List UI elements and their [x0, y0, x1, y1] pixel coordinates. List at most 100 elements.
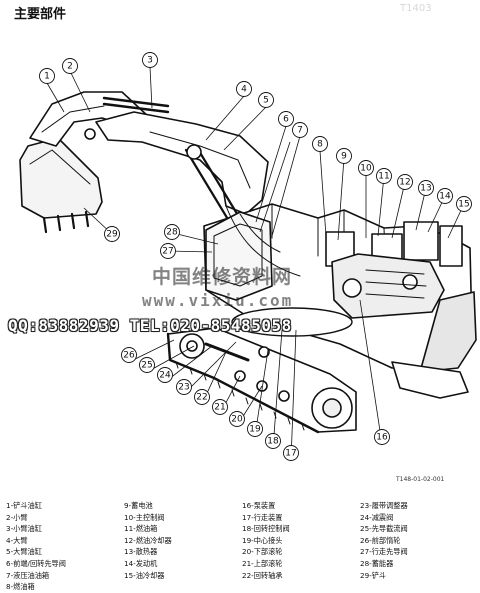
legend-item: 3-小臂油缸 [6, 524, 42, 534]
legend-item: 4-大臂 [6, 535, 28, 545]
legend-item: 24-减震阀 [360, 512, 394, 522]
callout-number: 6 [283, 115, 289, 125]
legend-item: 10-主控制阀 [124, 512, 165, 522]
legend-item: 15-油冷却器 [124, 570, 165, 580]
callout-2: 2 [62, 58, 78, 74]
boom-shape [95, 111, 269, 215]
figure-code: T148-01-02-001 [396, 476, 445, 483]
callout-15: 15 [456, 196, 472, 212]
legend-item: 6-前端/回转先导阀 [6, 558, 66, 568]
callout-number: 19 [249, 425, 261, 435]
legend-item: 7-液压油油箱 [6, 570, 50, 580]
page-title: 主要部件 [14, 7, 67, 22]
callout-number: 9 [341, 152, 347, 162]
callout-16: 16 [374, 429, 390, 445]
legend-item: 21-上部滚轮 [242, 558, 283, 568]
callout-number: 18 [267, 437, 279, 447]
legend-item: 16-泵装置 [242, 501, 276, 510]
callout-number: 27 [162, 247, 173, 257]
callout-29: 29 [104, 226, 120, 242]
callout-17: 17 [283, 445, 299, 461]
callout-number: 4 [241, 85, 247, 95]
legend-item: 20-下部滚轮 [242, 547, 283, 557]
legend-item: 2-小臂 [6, 512, 28, 522]
callout-number: 2 [67, 62, 73, 72]
legend-item: 28-蓄能器 [360, 558, 394, 568]
callout-number: 23 [178, 383, 189, 393]
callout-23: 23 [176, 379, 192, 395]
legend-item: 26-前部惰轮 [360, 535, 401, 545]
legend-item: 23-履带调整器 [360, 501, 408, 510]
callout-number: 24 [159, 371, 171, 381]
callout-number: 21 [214, 403, 225, 413]
callout-number: 3 [147, 56, 153, 66]
callout-20: 20 [229, 411, 245, 427]
callout-number: 8 [317, 140, 323, 150]
legend-item: 29-铲斗 [360, 570, 387, 580]
legend-item: 18-回转控制阀 [242, 524, 290, 534]
callout-4: 4 [236, 81, 252, 97]
callout-number: 10 [360, 164, 372, 174]
arm-cylinder-shape [102, 96, 170, 114]
legend-item: 9-蓄电池 [124, 501, 153, 510]
callout-14: 14 [437, 188, 453, 204]
callout-3: 3 [142, 52, 158, 68]
callout-number: 15 [458, 200, 469, 210]
callout-number: 13 [420, 184, 431, 194]
callout-11: 11 [376, 168, 392, 184]
callout-13: 13 [418, 180, 434, 196]
callout-number: 22 [196, 393, 207, 403]
callout-number: 16 [376, 433, 388, 443]
legend-item: 5-大臂油缸 [6, 547, 42, 557]
excavator-drawing: 1234567891011121314151617181920212223242… [19, 52, 477, 461]
legend-item: 17-行走装置 [242, 512, 283, 522]
callout-10: 10 [358, 160, 374, 176]
watermark-contact: QQ:83882939 TEL:020-85485058 [8, 316, 292, 335]
watermark-url: www.vixiu.com [142, 291, 294, 310]
legend-item: 11-燃油箱 [124, 524, 158, 534]
boom-cylinder-shape [184, 144, 244, 228]
callout-22: 22 [194, 389, 210, 405]
callout-19: 19 [247, 421, 263, 437]
callout-number: 5 [263, 96, 269, 106]
callout-number: 26 [123, 351, 135, 361]
callout-number: 7 [297, 126, 303, 136]
legend-item: 27-行走先导阀 [360, 547, 408, 557]
legend-item: 12-燃油冷却器 [124, 535, 172, 545]
callout-number: 17 [285, 449, 296, 459]
callout-18: 18 [265, 433, 281, 449]
callout-28: 28 [164, 224, 180, 240]
legend-item: 8-燃油箱 [6, 582, 35, 592]
callout-number: 28 [166, 228, 178, 238]
callout-8: 8 [312, 136, 328, 152]
callout-26: 26 [121, 347, 137, 363]
callout-number: 29 [106, 230, 118, 240]
callout-21: 21 [212, 399, 228, 415]
legend-item: 13-散热器 [124, 547, 158, 557]
callout-7: 7 [292, 122, 308, 138]
callout-number: 14 [439, 192, 451, 202]
callout-number: 12 [399, 178, 410, 188]
callout-25: 25 [139, 357, 155, 373]
bucket-shape [19, 137, 103, 219]
callout-6: 6 [278, 111, 294, 127]
callout-27: 27 [160, 243, 176, 259]
legend-item: 14-发动机 [124, 558, 158, 568]
callout-24: 24 [157, 367, 173, 383]
callout-number: 1 [44, 72, 50, 82]
callout-number: 11 [378, 172, 389, 182]
faded-header-text: T1403 [400, 3, 432, 14]
watermark-site-name: 中国维修资料网 [152, 266, 293, 288]
legend-item: 22-回转轴承 [242, 570, 283, 580]
legend-item: 19-中心接头 [242, 535, 283, 545]
callout-12: 12 [397, 174, 413, 190]
callout-1: 1 [39, 68, 55, 84]
callout-5: 5 [258, 92, 274, 108]
legend-item: 25-先导截流阀 [360, 524, 408, 534]
callout-9: 9 [336, 148, 352, 164]
